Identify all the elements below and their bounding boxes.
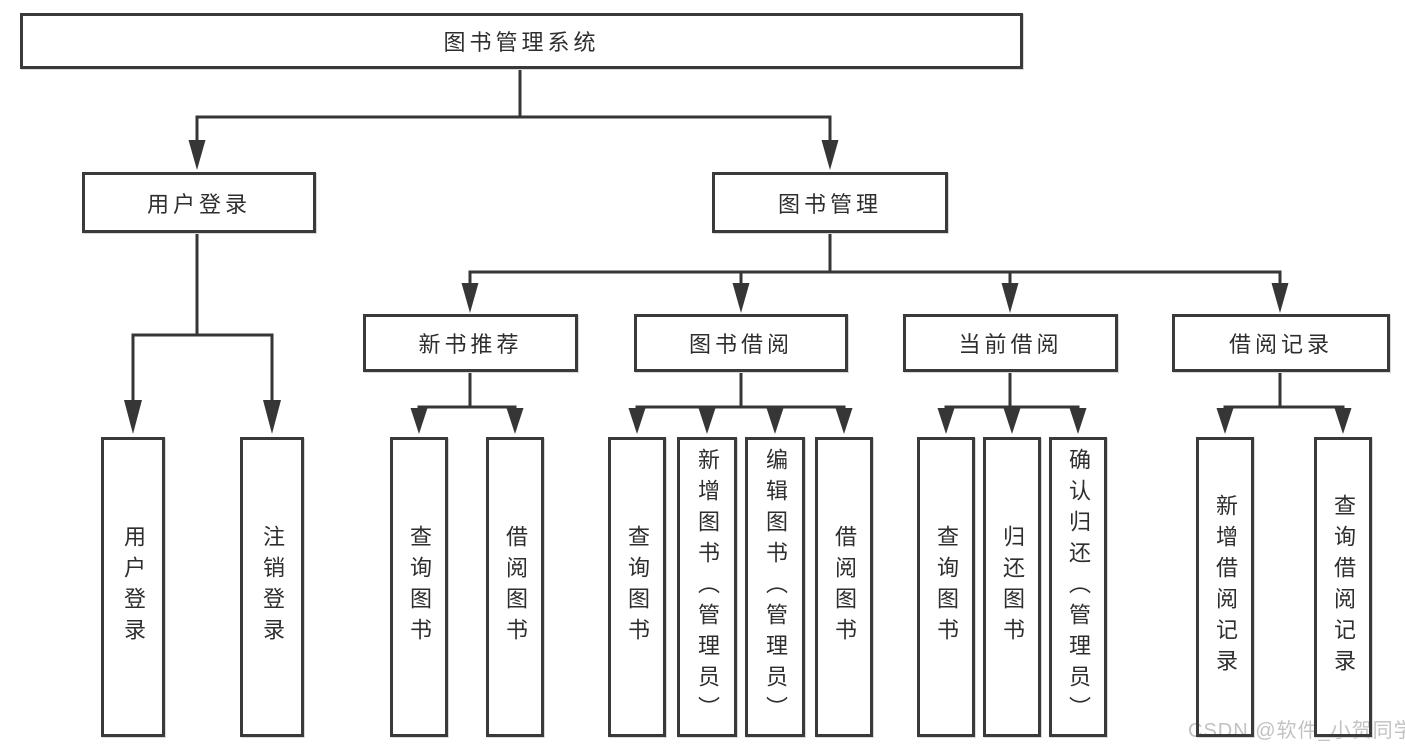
arrowhead-bb-add-books xyxy=(698,408,716,434)
arrowhead-current-borrowing xyxy=(1001,283,1019,313)
leaf-logout: 注销登录 xyxy=(240,437,304,737)
arrowhead-leaf-logout xyxy=(263,400,281,434)
arrowhead-nb-query-books xyxy=(410,408,428,434)
leaf-bb-add-books-admin: 新增图书（管理员） xyxy=(677,437,737,737)
arrowhead-br-add-record xyxy=(1216,408,1234,434)
arrowhead-book-borrowing xyxy=(732,283,750,313)
arrowhead-bb-borrow-books xyxy=(835,408,853,434)
edge-book-management-children xyxy=(468,233,1282,285)
arrowhead-bb-edit-books xyxy=(766,408,784,434)
arrowhead-borrowing-records xyxy=(1271,283,1289,313)
arrowhead-br-query-record xyxy=(1334,408,1352,434)
leaf-user-login: 用户登录 xyxy=(101,437,165,737)
arrowhead-cb-query-books xyxy=(937,408,955,434)
arrowhead-cb-return-books xyxy=(1003,408,1021,434)
leaf-br-add-record: 新增借阅记录 xyxy=(1196,437,1254,737)
arrowhead-leaf-user-login xyxy=(124,400,142,434)
leaf-cb-query-books: 查询图书 xyxy=(917,437,975,737)
leaf-cb-return-books: 归还图书 xyxy=(983,437,1041,737)
edge-root-to-level2 xyxy=(195,68,832,142)
arrowhead-user-login xyxy=(188,140,206,170)
edge-book-borrowing-children xyxy=(635,372,846,410)
node-user-login: 用户登录 xyxy=(82,172,316,233)
leaf-bb-edit-books-admin: 编辑图书（管理员） xyxy=(745,437,805,737)
node-new-book-recommend: 新书推荐 xyxy=(363,314,578,372)
leaf-nb-query-books: 查询图书 xyxy=(390,437,448,737)
node-book-management: 图书管理 xyxy=(712,172,948,233)
node-current-borrowing: 当前借阅 xyxy=(903,314,1118,372)
edge-borrowing-records-children xyxy=(1223,372,1345,410)
arrowhead-cb-confirm-return xyxy=(1069,408,1087,434)
node-book-borrowing: 图书借阅 xyxy=(634,314,848,372)
edge-user-login-children xyxy=(131,233,274,402)
edge-new-book-recommend-children xyxy=(417,372,517,410)
leaf-nb-borrow-books: 借阅图书 xyxy=(486,437,544,737)
arrowhead-bb-query-books xyxy=(628,408,646,434)
leaf-bb-query-books: 查询图书 xyxy=(608,437,666,737)
leaf-bb-borrow-books: 借阅图书 xyxy=(815,437,873,737)
edge-current-borrowing-children xyxy=(944,372,1080,410)
node-root-system: 图书管理系统 xyxy=(20,13,1023,69)
leaf-br-query-record: 查询借阅记录 xyxy=(1314,437,1372,737)
csdn-watermark: CSDN @软件_小贺同学 xyxy=(1188,720,1405,742)
arrowhead-book-management xyxy=(821,140,839,170)
leaf-cb-confirm-return-admin: 确认归还（管理员） xyxy=(1049,437,1107,737)
arrowhead-nb-borrow-books xyxy=(506,408,524,434)
node-borrowing-records: 借阅记录 xyxy=(1172,314,1390,372)
arrowhead-new-book-recommend xyxy=(461,283,479,313)
